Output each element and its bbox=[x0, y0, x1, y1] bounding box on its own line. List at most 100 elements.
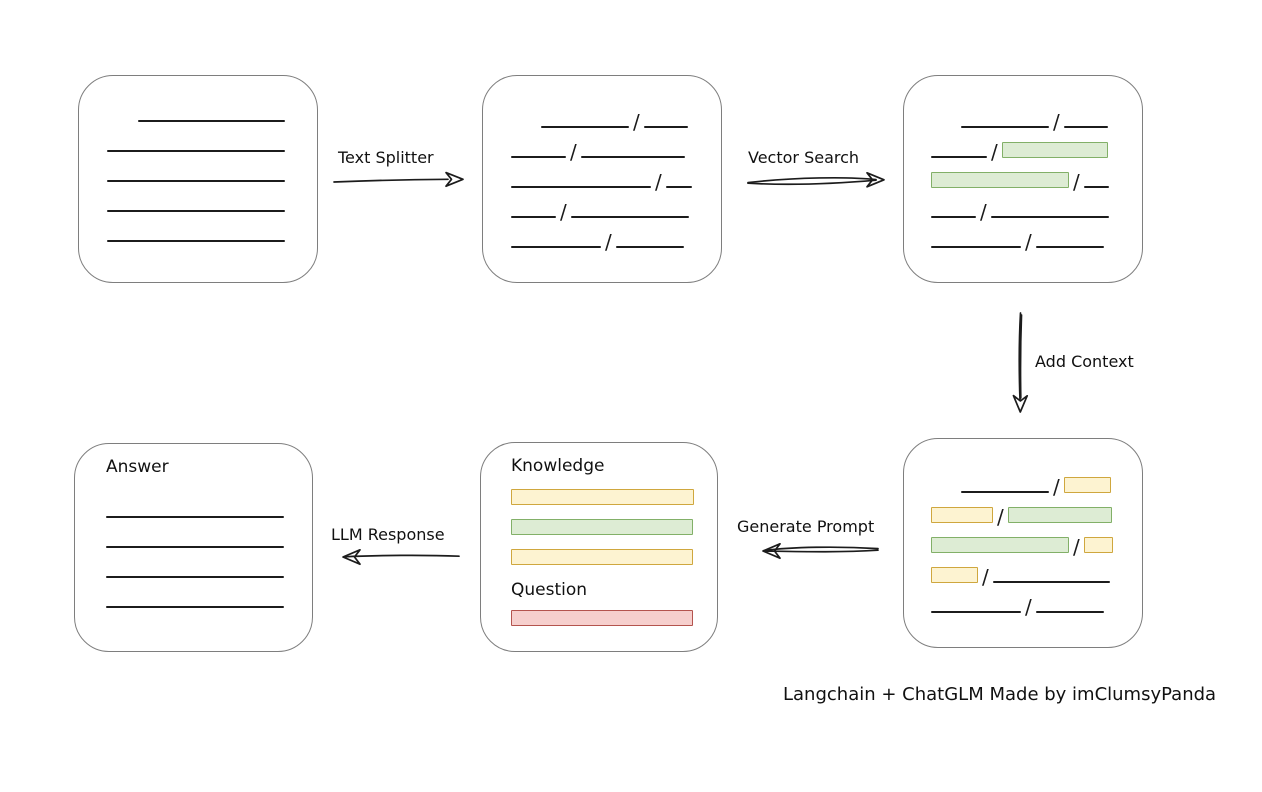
segment-row: / bbox=[511, 218, 693, 254]
red-bar bbox=[511, 610, 693, 626]
chunk-green bbox=[931, 172, 1069, 188]
answer-label: Answer bbox=[106, 457, 169, 477]
segment-row bbox=[106, 518, 284, 548]
segment-row: / bbox=[511, 188, 693, 224]
segment-row bbox=[106, 548, 284, 578]
slash-separator: / bbox=[982, 565, 989, 589]
question-bars bbox=[511, 610, 693, 626]
text-line bbox=[1035, 611, 1104, 613]
chunk-green bbox=[931, 537, 1069, 553]
slash-separator: / bbox=[560, 200, 567, 224]
chunk-yellow bbox=[1083, 537, 1113, 553]
slash-separator: / bbox=[633, 110, 640, 134]
slash-separator: / bbox=[1053, 110, 1060, 134]
context-chunks-box: / / / / / bbox=[903, 438, 1143, 648]
text-line bbox=[1063, 126, 1108, 128]
segment-row: / bbox=[931, 523, 1114, 559]
slash-separator: / bbox=[655, 170, 662, 194]
llm-response-arrow bbox=[342, 548, 460, 566]
text-line bbox=[643, 126, 688, 128]
text-line bbox=[580, 156, 685, 158]
segment-row: / bbox=[511, 128, 693, 164]
segment-row bbox=[107, 212, 289, 242]
slash-separator: / bbox=[1073, 535, 1080, 559]
segment-row bbox=[107, 182, 289, 212]
text-line bbox=[511, 246, 601, 248]
chunk-yellow bbox=[931, 507, 993, 523]
text-line bbox=[961, 491, 1049, 493]
vector-search-label: Vector Search bbox=[748, 148, 860, 167]
yellow-bar bbox=[511, 549, 693, 565]
generate-prompt-arrow bbox=[762, 542, 879, 560]
chunk-green bbox=[1007, 507, 1112, 523]
text-line bbox=[931, 611, 1021, 613]
source-document-box bbox=[78, 75, 318, 283]
green-bar bbox=[511, 519, 693, 535]
vector-search-arrow bbox=[747, 171, 885, 188]
yellow-bar bbox=[511, 489, 694, 505]
split-chunks-box: / / / / / bbox=[482, 75, 722, 283]
text-line bbox=[107, 240, 285, 242]
slash-separator: / bbox=[1053, 475, 1060, 499]
slash-separator: / bbox=[605, 230, 612, 254]
segment-row: / bbox=[931, 583, 1114, 619]
add-context-label: Add Context bbox=[1035, 352, 1134, 371]
segment-row: / bbox=[931, 98, 1114, 134]
segment-row bbox=[107, 152, 289, 182]
slash-separator: / bbox=[997, 505, 1004, 529]
segment-row: / bbox=[511, 158, 693, 194]
llm-response-label: LLM Response bbox=[331, 525, 445, 544]
text-line bbox=[615, 246, 684, 248]
question-label: Question bbox=[511, 580, 588, 600]
document-lines bbox=[79, 76, 317, 242]
slash-separator: / bbox=[1073, 170, 1080, 194]
text-line bbox=[665, 186, 692, 188]
spacer bbox=[931, 127, 961, 128]
slash-separator: / bbox=[1025, 595, 1032, 619]
add-context-arrow bbox=[1012, 312, 1029, 413]
chunk-yellow bbox=[1063, 477, 1111, 493]
text-line bbox=[541, 126, 629, 128]
text-line bbox=[511, 186, 651, 188]
segment-row: / bbox=[931, 493, 1114, 529]
text-line bbox=[570, 216, 689, 218]
segment-row: / bbox=[931, 128, 1114, 164]
segment-row bbox=[106, 488, 284, 518]
segment-row: / bbox=[931, 463, 1114, 499]
segment-row: / bbox=[931, 188, 1114, 224]
matched-chunks-box: ///// bbox=[903, 75, 1143, 283]
text-line bbox=[1035, 246, 1104, 248]
segment-row: / bbox=[931, 218, 1114, 254]
text-line bbox=[990, 216, 1109, 218]
prompt-box: Knowledge Question bbox=[480, 442, 718, 652]
matched-chunk-lines: ///// bbox=[904, 76, 1142, 254]
text-line bbox=[106, 576, 284, 578]
segment-row bbox=[106, 578, 284, 608]
chunk-lines: / / / / / bbox=[483, 76, 721, 254]
text-line bbox=[1083, 186, 1109, 188]
slash-separator: / bbox=[570, 140, 577, 164]
text-line bbox=[138, 120, 285, 122]
segment-row: / bbox=[931, 553, 1114, 589]
text-line bbox=[107, 150, 285, 152]
segment-row bbox=[107, 92, 289, 122]
knowledge-label: Knowledge bbox=[511, 456, 605, 476]
text-splitter-label: Text Splitter bbox=[338, 148, 434, 167]
text-line bbox=[931, 216, 976, 218]
text-line bbox=[992, 581, 1110, 583]
answer-box: Answer bbox=[74, 443, 313, 652]
text-splitter-arrow bbox=[333, 171, 464, 188]
segment-row: / bbox=[931, 158, 1114, 194]
answer-lines bbox=[106, 478, 284, 608]
text-line bbox=[107, 180, 285, 182]
chunk-yellow bbox=[931, 567, 978, 583]
slash-separator: / bbox=[991, 140, 998, 164]
text-line bbox=[511, 156, 566, 158]
text-line bbox=[931, 246, 1021, 248]
spacer bbox=[931, 492, 961, 493]
knowledge-bars bbox=[511, 489, 694, 565]
credit-caption: Langchain + ChatGLM Made by imClumsyPand… bbox=[783, 684, 1217, 705]
segment-row: / bbox=[511, 98, 693, 134]
text-line bbox=[106, 546, 284, 548]
